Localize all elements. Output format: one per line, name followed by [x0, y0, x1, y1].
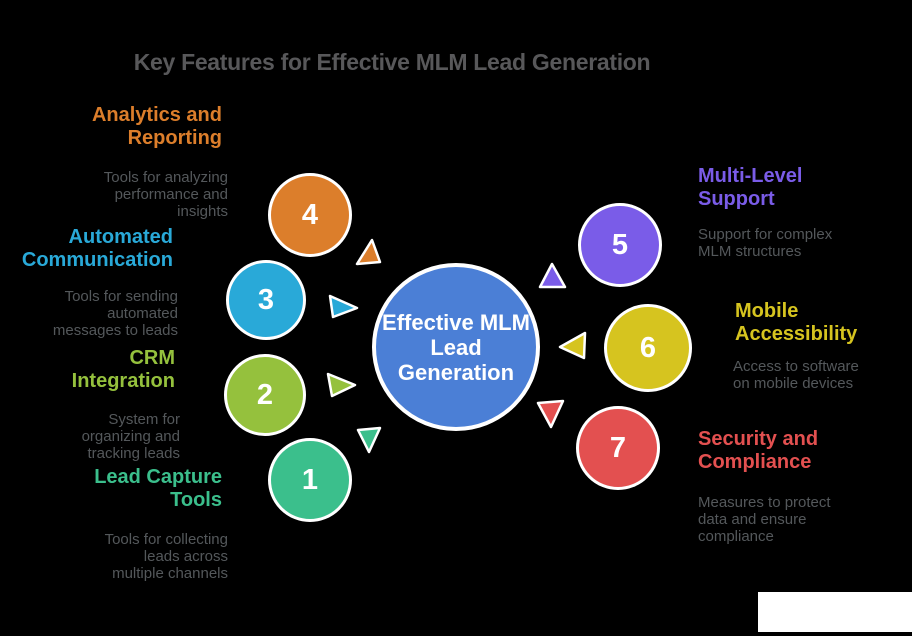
- arrow-analytics-reporting-icon: [355, 238, 382, 266]
- feature-number-crm-integration: 2: [256, 378, 274, 411]
- feature-number-analytics-reporting: 4: [301, 198, 319, 231]
- feature-circle-multi-level-support: 5: [578, 203, 662, 287]
- feature-description-mobile-accessibility: Access to software on mobile devices: [733, 358, 859, 392]
- center-hub-label: Effective MLM Lead Generation: [382, 309, 530, 385]
- arrow-automated-communication-icon: [328, 294, 359, 319]
- feature-number-multi-level-support: 5: [611, 228, 629, 261]
- feature-number-lead-capture-tools: 1: [301, 463, 319, 496]
- feature-label-analytics-reporting: Analytics and Reporting: [91, 104, 222, 149]
- feature-description-multi-level-support: Support for complex MLM structures: [698, 226, 833, 260]
- feature-description-automated-communication: Tools for sending automated messages to …: [52, 288, 178, 339]
- feature-circle-analytics-reporting: 4: [268, 173, 352, 257]
- diagram-title: Key Features for Effective MLM Lead Gene…: [133, 49, 651, 75]
- feature-number-automated-communication: 3: [257, 283, 275, 316]
- arrow-security-compliance-icon: [536, 399, 565, 429]
- feature-description-security-compliance: Measures to protect data and ensure comp…: [698, 494, 831, 545]
- feature-label-crm-integration: CRM Integration: [71, 347, 175, 392]
- arrow-crm-integration-icon: [326, 372, 357, 398]
- feature-description-crm-integration: System for organizing and tracking leads: [81, 411, 180, 462]
- feature-label-automated-communication: Automated Communication: [21, 226, 173, 271]
- arrow-lead-capture-tools-icon: [356, 426, 382, 454]
- feature-label-security-compliance: Security and Compliance: [698, 428, 819, 473]
- feature-circle-security-compliance: 7: [576, 406, 660, 490]
- feature-label-mobile-accessibility: Mobile Accessibility: [735, 300, 858, 345]
- feature-circle-crm-integration: 2: [224, 354, 306, 436]
- feature-label-multi-level-support: Multi-Level Support: [698, 165, 803, 210]
- watermark-cover-box: [758, 592, 912, 632]
- feature-number-mobile-accessibility: 6: [639, 331, 657, 364]
- feature-description-analytics-reporting: Tools for analyzing performance and insi…: [103, 169, 228, 220]
- feature-number-security-compliance: 7: [609, 431, 627, 464]
- feature-description-lead-capture-tools: Tools for collecting leads across multip…: [104, 531, 228, 582]
- center-hub-circle: Effective MLM Lead Generation: [372, 263, 540, 431]
- arrow-mobile-accessibility-icon: [558, 331, 587, 360]
- feature-label-lead-capture-tools: Lead Capture Tools: [94, 466, 222, 511]
- feature-circle-mobile-accessibility: 6: [604, 304, 692, 392]
- feature-circle-automated-communication: 3: [226, 260, 306, 340]
- arrow-multi-level-support-icon: [538, 262, 567, 289]
- feature-circle-lead-capture-tools: 1: [268, 438, 352, 522]
